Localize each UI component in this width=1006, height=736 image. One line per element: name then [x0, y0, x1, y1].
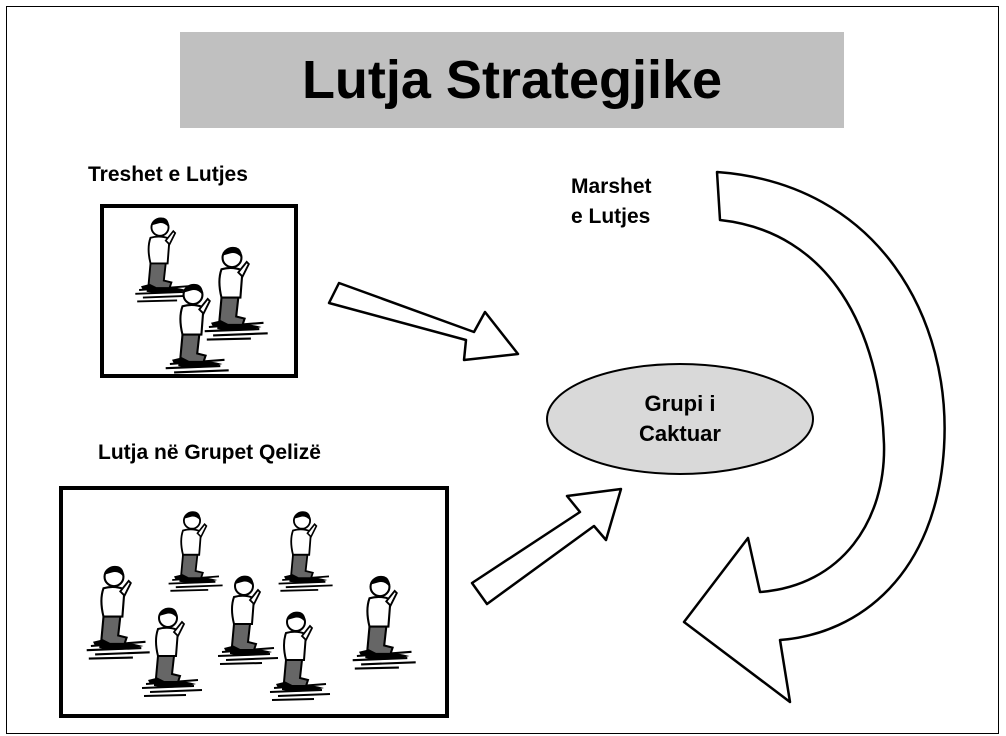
triads-label: Treshet e Lutjes — [88, 163, 248, 186]
praying-person-icon — [134, 216, 194, 303]
praying-person-icon — [217, 574, 279, 665]
target-group-ellipse — [546, 363, 814, 475]
marches-label-line1: Marshet — [571, 175, 652, 198]
target-label-line1: Grupi i — [644, 391, 716, 416]
target-group-label: Grupi i Caktuar — [547, 364, 813, 474]
target-label-line2: Caktuar — [639, 421, 721, 446]
praying-person-icon — [269, 610, 331, 701]
slide-title: Lutja Strategjike — [301, 50, 723, 110]
cells-figures — [85, 510, 417, 701]
arrow-cells-to-target-icon — [470, 487, 623, 606]
arrow-triads-to-target-icon — [327, 281, 520, 362]
praying-person-icon — [167, 510, 224, 592]
praying-person-icon — [85, 564, 151, 660]
cells-label: Lutja në Grupet Qelizë — [98, 441, 321, 464]
praying-person-icon — [141, 606, 203, 697]
praying-person-icon — [351, 574, 417, 670]
triads-figures — [134, 216, 269, 378]
praying-person-icon — [277, 510, 334, 592]
title-banner: Lutja Strategjike — [180, 32, 844, 128]
slide-frame — [6, 6, 999, 734]
praying-person-icon — [203, 245, 269, 341]
curved-arrow-marches-icon — [682, 170, 946, 704]
marches-label-line2: e Lutjes — [571, 205, 651, 228]
